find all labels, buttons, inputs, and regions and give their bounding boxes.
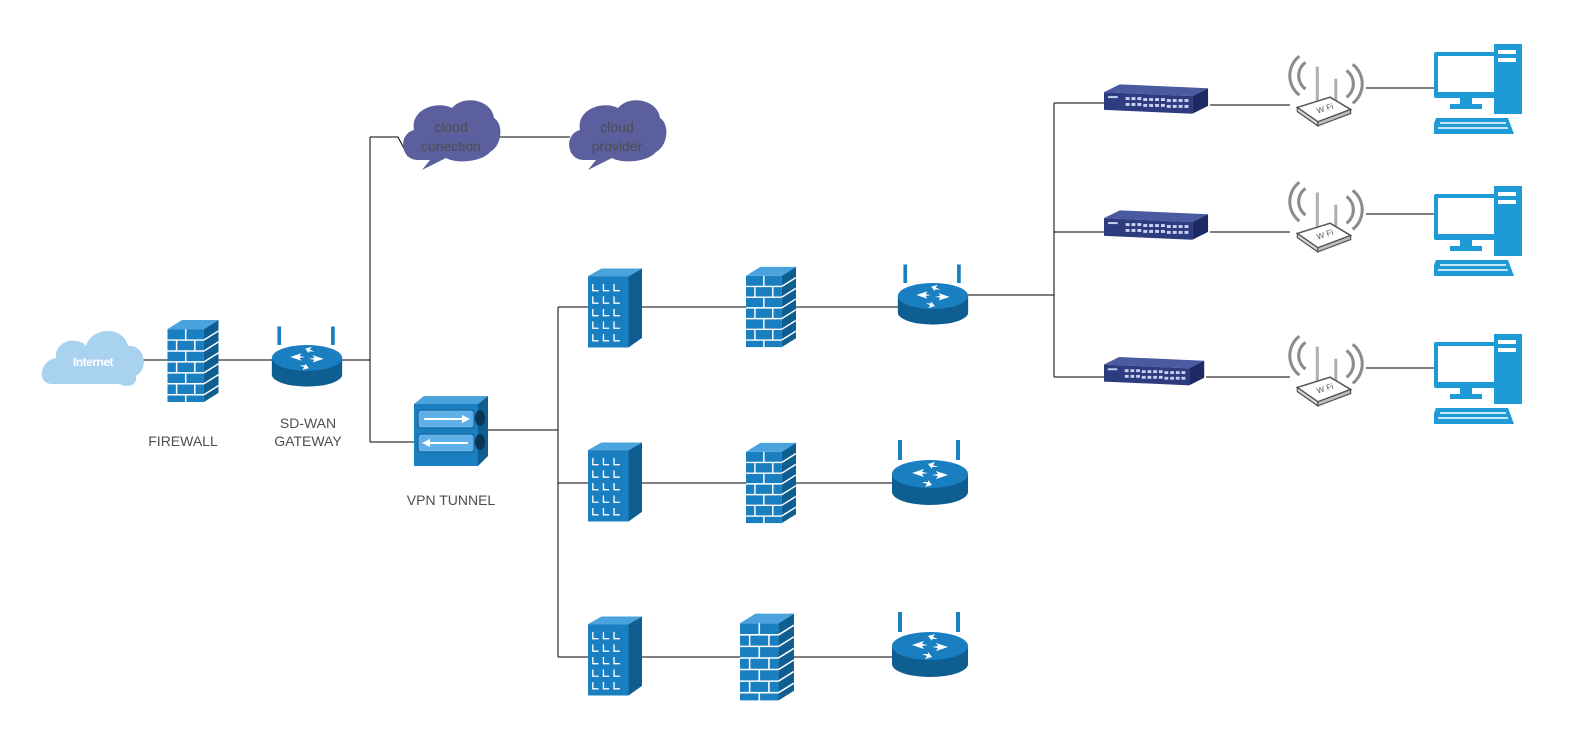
router-icon bbox=[892, 440, 968, 505]
server-rack-icon bbox=[588, 616, 642, 696]
sdwan-gateway-label: SD-WAN GATEWAY bbox=[250, 414, 366, 450]
cloud-connection-line2: conection bbox=[421, 138, 481, 154]
wifi-access-point-icon bbox=[1288, 180, 1364, 254]
firewall-icon bbox=[746, 266, 796, 348]
vpn-tunnel-label: VPN TUNNEL bbox=[406, 492, 496, 508]
cloud-provider-label: cloud provider bbox=[570, 118, 664, 156]
cloud-connection-icon bbox=[403, 100, 501, 170]
cloud-provider-icon bbox=[569, 100, 667, 170]
vpn-gateway-icon bbox=[414, 396, 488, 466]
wifi-access-point-icon bbox=[1288, 54, 1364, 128]
switch-icon bbox=[1104, 210, 1209, 240]
internet-label: Internet bbox=[72, 355, 114, 369]
firewall-icon bbox=[166, 320, 220, 402]
wifi-access-point-icon bbox=[1288, 334, 1364, 408]
sdwan-gateway-router-icon bbox=[271, 326, 343, 387]
sdwan-label-line2: GATEWAY bbox=[274, 433, 342, 449]
cloud-provider-line2: provider bbox=[591, 138, 643, 154]
connection-lines bbox=[138, 87, 1436, 658]
switch-icon bbox=[1104, 84, 1209, 114]
firewall-icon bbox=[746, 442, 796, 524]
router-icon bbox=[897, 264, 969, 325]
desktop-computer-icon bbox=[1434, 186, 1523, 277]
switch-icon bbox=[1104, 356, 1205, 386]
server-rack-icon bbox=[588, 268, 642, 348]
cloud-provider-line1: cloud bbox=[600, 119, 634, 135]
cloud-connection-line1: cloud bbox=[434, 119, 468, 135]
desktop-computer-icon bbox=[1434, 44, 1523, 135]
firewall-icon bbox=[740, 612, 794, 702]
router-icon bbox=[892, 612, 968, 677]
desktop-computer-icon bbox=[1434, 334, 1523, 425]
cloud-connection-label: cloud conection bbox=[404, 118, 498, 156]
sdwan-label-line1: SD-WAN bbox=[279, 415, 337, 431]
server-rack-icon bbox=[588, 442, 642, 522]
firewall-label: FIREWALL bbox=[148, 433, 218, 449]
internet-cloud-icon bbox=[41, 331, 144, 386]
